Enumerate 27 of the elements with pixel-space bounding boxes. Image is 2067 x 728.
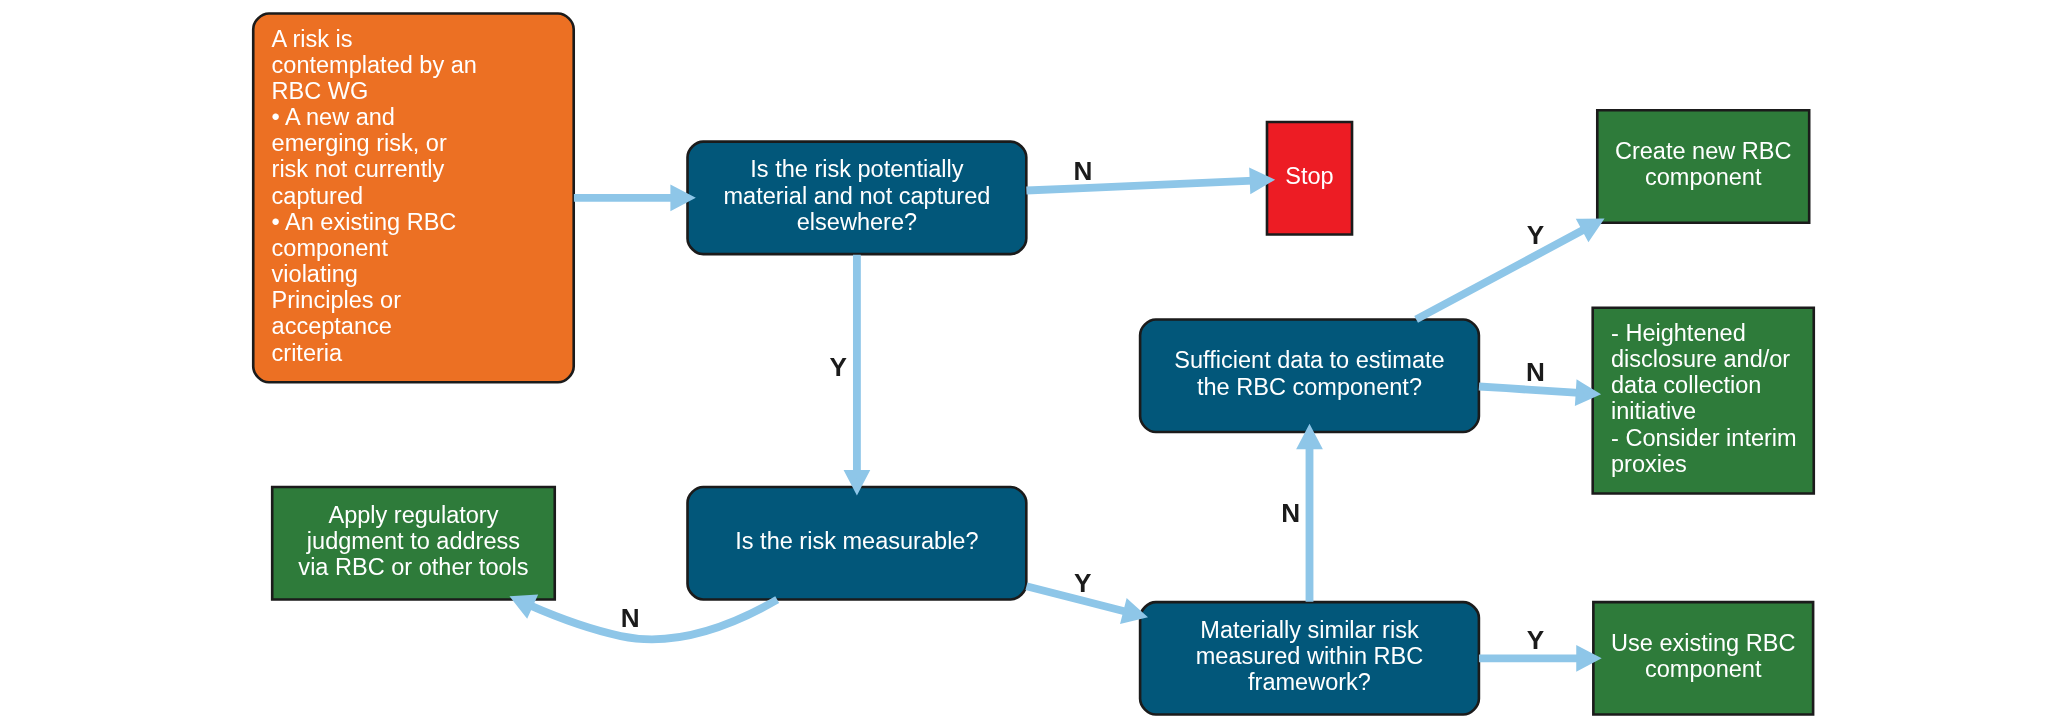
edge-label: N: [620, 602, 640, 633]
arrow: [843, 254, 871, 496]
node-box: Use existing RBC component: [1592, 600, 1815, 716]
arrow: [1414, 218, 1605, 323]
arrow: [1478, 379, 1602, 406]
arrow: [1296, 423, 1323, 602]
edge-label: Y: [829, 351, 847, 382]
edge-label: Y: [1526, 625, 1545, 656]
node-box: A risk is contemplated by an RBC WG • A new and emerging risk, or risk not currently captured • An existing RBC component violating Principles or acceptance criteria: [251, 12, 575, 384]
arrow: [1025, 582, 1148, 624]
node-box: Is the risk measurable?: [686, 485, 1028, 601]
arrow: [1026, 167, 1276, 195]
arrow: [509, 594, 780, 644]
node-box: Stop: [1265, 120, 1354, 236]
edge-label: N: [1525, 357, 1545, 388]
arrow: [1478, 644, 1602, 672]
edge-label: N: [1281, 498, 1301, 529]
node-box: - Heightened disclosure and/or data collection initiative - Consider interim proxies: [1591, 306, 1816, 495]
edge-label: Y: [1526, 219, 1545, 250]
node-box: Create new RBC component: [1595, 108, 1811, 225]
edge-label: Y: [1074, 567, 1092, 598]
node-box: Apply regulatory judgment to address via RBC or other tools: [270, 485, 557, 601]
edge-label: N: [1073, 155, 1093, 186]
arrow: [573, 184, 696, 212]
node-box: Materially similar risk measured within RBC framework?: [1138, 600, 1481, 716]
node-box: Sufficient data to estimate the RBC component?: [1138, 318, 1481, 434]
node-box: Is the risk potentially material and not captured elsewhere?: [686, 140, 1028, 256]
